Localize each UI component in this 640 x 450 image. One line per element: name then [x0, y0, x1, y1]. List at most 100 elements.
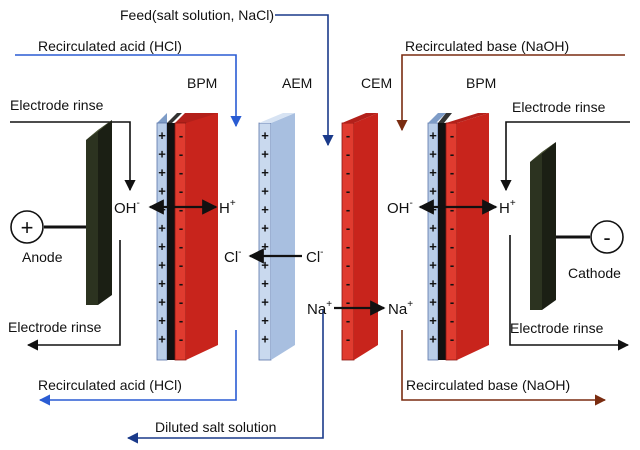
bpm-left-plus-glyph: + — [158, 332, 166, 347]
acid-out-label: Recirculated acid (HCl) — [38, 377, 182, 393]
bpm-right-minus-glyph: - — [450, 202, 454, 217]
diluted-line — [126, 310, 324, 444]
bpm-left-minus-glyph: - — [179, 313, 183, 328]
rinse-in-right-label: Electrode rinse — [512, 99, 606, 115]
aem-plus-glyph: + — [261, 221, 269, 236]
aem-plus-glyph: + — [261, 276, 269, 291]
rinse-in-left-label: Electrode rinse — [10, 97, 104, 113]
bpm-left-minus-glyph: - — [179, 128, 183, 143]
cem-minus-glyph: - — [346, 258, 350, 273]
bpm-right-minus-glyph: - — [450, 332, 454, 347]
aem-plus-glyph: + — [261, 239, 269, 254]
cem-minus-glyph: - — [346, 276, 350, 291]
cem-minus-glyph: - — [346, 202, 350, 217]
bpm-right-minus-glyph: - — [450, 184, 454, 199]
bpm-left-plus-glyph: + — [158, 258, 166, 273]
anode-sign-icon — [10, 210, 44, 244]
aem: AEM — [258, 75, 312, 361]
bpm-right-minus-glyph: - — [450, 128, 454, 143]
bpm-left-minus-glyph: - — [179, 332, 183, 347]
anode-sign: + — [21, 215, 34, 240]
aem-plus-glyph: + — [261, 128, 269, 143]
cem-minus-glyph: - — [346, 165, 350, 180]
membrane-charges: ++++++++++++------------++++++++++++----… — [158, 128, 454, 347]
cem-minus-glyph: - — [346, 184, 350, 199]
bpm-left-plus-glyph: + — [158, 276, 166, 291]
bpm-right-plus-glyph: + — [429, 313, 437, 328]
rinse-out-right-label: Electrode rinse — [510, 320, 604, 336]
cem-minus-glyph: - — [346, 295, 350, 310]
acid-in-label: Recirculated acid (HCl) — [38, 38, 182, 54]
bpm-left-minus-glyph: - — [179, 147, 183, 162]
bpm-right-plus-glyph: + — [429, 258, 437, 273]
bpm-left-plus-glyph: + — [158, 147, 166, 162]
na-left-label: Na+ — [307, 299, 332, 318]
oh-left-label: OH- — [114, 198, 140, 217]
bpm-left-plus-glyph: + — [158, 128, 166, 143]
bpm-left-plus-glyph: + — [158, 184, 166, 199]
aem-plus-glyph: + — [261, 184, 269, 199]
bpm-right-minus-glyph: - — [450, 258, 454, 273]
bpm-right-minus-glyph: - — [450, 165, 454, 180]
bpm-right-plus-glyph: + — [429, 165, 437, 180]
bpm-right-minus-glyph: - — [450, 221, 454, 236]
cem-minus-glyph: - — [346, 239, 350, 254]
aem-plus-glyph: + — [261, 147, 269, 162]
bpm-right-plus-glyph: + — [429, 184, 437, 199]
na-right-label: Na+ — [388, 299, 413, 318]
base-out-line — [401, 330, 607, 406]
cathode-sign: - — [603, 225, 610, 250]
bpm-left-minus-glyph: - — [179, 202, 183, 217]
bpm-right-minus-glyph: - — [450, 313, 454, 328]
aem-plus-glyph: + — [261, 295, 269, 310]
diluted-label: Diluted salt solution — [155, 419, 276, 435]
bpm-left-plus-glyph: + — [158, 202, 166, 217]
bpm-right-minus-glyph: - — [450, 239, 454, 254]
bpm-left-minus-glyph: - — [179, 239, 183, 254]
base-in-line — [396, 54, 625, 132]
bpm-left-plus-glyph: + — [158, 165, 166, 180]
bpm-right-label: BPM — [466, 75, 496, 91]
cathode: - Cathode — [530, 142, 624, 310]
oh-right-label: OH- — [387, 198, 413, 217]
bpm-right-plus-glyph: + — [429, 221, 437, 236]
base-out-label: Recirculated base (NaOH) — [406, 377, 570, 393]
bpm-left-minus-glyph: - — [179, 165, 183, 180]
cl-left-label: Cl- — [224, 247, 242, 266]
bpm-right-minus-glyph: - — [450, 295, 454, 310]
rinse-out-left-label: Electrode rinse — [8, 319, 102, 335]
cem-minus-glyph: - — [346, 313, 350, 328]
bpm-right-plus-glyph: + — [429, 128, 437, 143]
bpm-right-plus-glyph: + — [429, 295, 437, 310]
rinse-out-left-line — [26, 240, 121, 351]
aem-plus-glyph: + — [261, 202, 269, 217]
feed-line — [275, 14, 334, 147]
cem-minus-glyph: - — [346, 128, 350, 143]
cem-minus-glyph: - — [346, 147, 350, 162]
bpm-left-minus-glyph: - — [179, 258, 183, 273]
aem-label: AEM — [282, 75, 312, 91]
cem-minus-glyph: - — [346, 332, 350, 347]
bpm-left-label: BPM — [187, 75, 217, 91]
bpm-right: BPM — [427, 75, 496, 361]
bpm-left-plus-glyph: + — [158, 295, 166, 310]
rinse-in-left-line — [10, 121, 136, 192]
bpm-left-minus-glyph: - — [179, 184, 183, 199]
bpm-left: BPM — [156, 75, 218, 361]
feed-label: Feed(salt solution, NaCl) — [120, 7, 274, 23]
bpm-right-plus-glyph: + — [429, 239, 437, 254]
cem-minus-glyph: - — [346, 221, 350, 236]
base-in-label: Recirculated base (NaOH) — [405, 38, 569, 54]
cl-right-label: Cl- — [306, 247, 324, 266]
rinse-in-right-line — [500, 121, 630, 192]
aem-plus-glyph: + — [261, 165, 269, 180]
bpm-right-plus-glyph: + — [429, 202, 437, 217]
aem-plus-glyph: + — [261, 258, 269, 273]
bpm-left-plus-glyph: + — [158, 313, 166, 328]
cathode-sign-icon — [590, 220, 624, 254]
anode-label: Anode — [22, 249, 63, 265]
acid-in-line — [15, 54, 242, 128]
cem: CEM — [341, 75, 392, 361]
bpm-left-minus-glyph: - — [179, 295, 183, 310]
